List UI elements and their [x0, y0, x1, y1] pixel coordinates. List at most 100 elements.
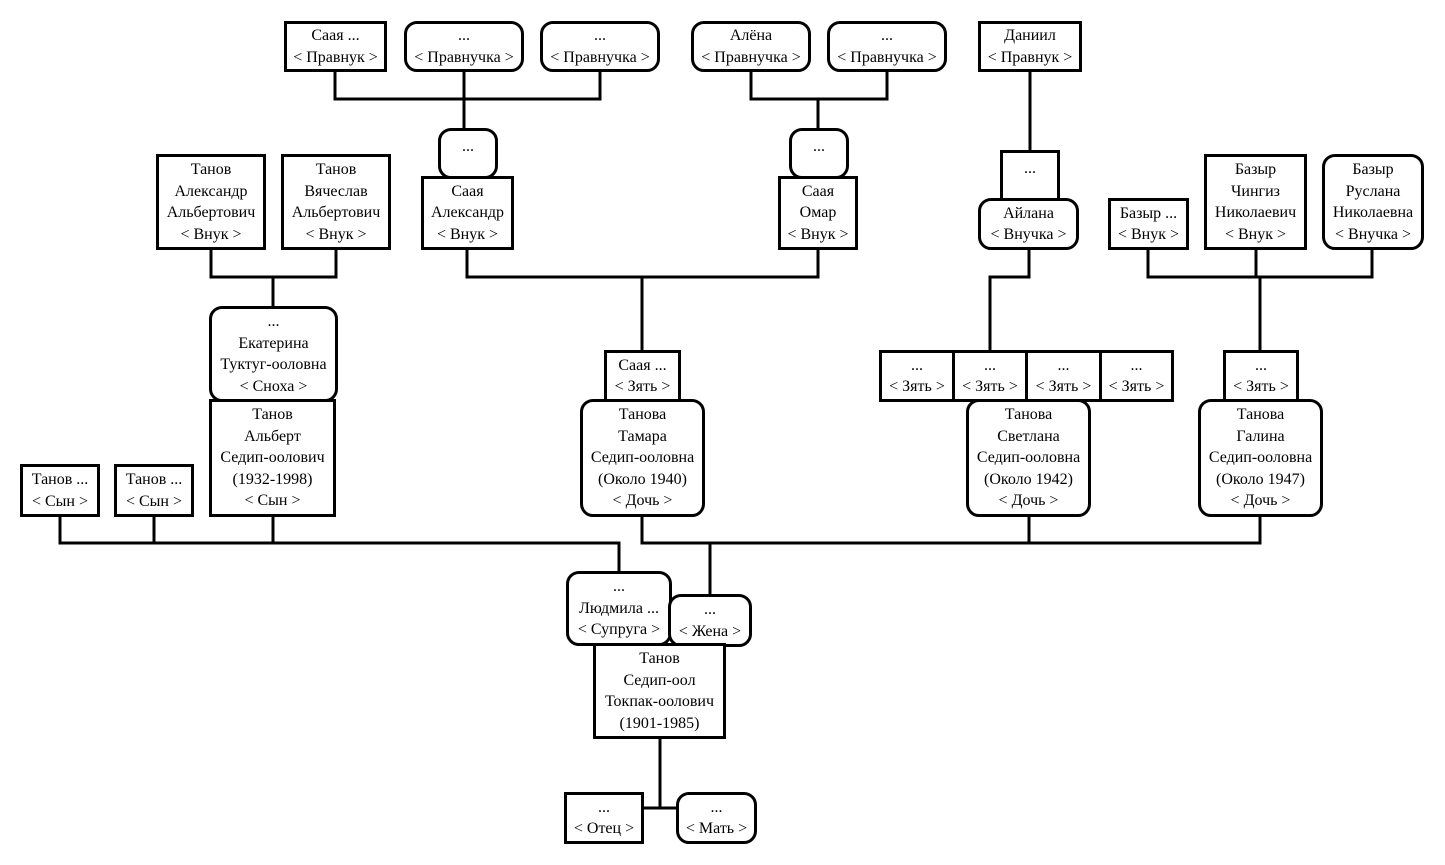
person-relation: < Внук > [305, 225, 367, 243]
person-name: Чингиз [1231, 182, 1280, 200]
person-relation: < Сын > [125, 492, 183, 510]
person-name: Айлана [1003, 204, 1054, 222]
person-name: Алёна [729, 27, 773, 44]
person-relation: < Супруга > [577, 621, 661, 639]
person-card[interactable]: Саая ...< Зять > [604, 350, 681, 402]
person-card[interactable]: ...< Правнучка > [540, 21, 660, 72]
person-card[interactable]: Танов ...< Сын > [20, 464, 100, 517]
person-relation: < Правнучка > [837, 48, 937, 66]
person-name: Танова [618, 406, 667, 424]
person-card[interactable]: ... < Зять > [1099, 350, 1174, 402]
person-relation: < Правнук > [987, 48, 1073, 66]
person-card[interactable]: ...< Отец > [564, 792, 644, 844]
person-name: ... [1130, 356, 1143, 374]
person-relation: < Внучка > [990, 226, 1067, 243]
person-name: ... [1024, 159, 1036, 177]
person-name: Людмила ... [579, 599, 659, 617]
person-card[interactable]: ... < Правнучка > [827, 21, 947, 72]
person-name: Танов [639, 650, 680, 667]
person-relation: < Внучка > [1335, 225, 1411, 243]
person-name: ... [613, 578, 625, 596]
person-name: Танов [190, 161, 232, 178]
person-relation: < Сын > [244, 492, 301, 510]
person-relation: < Внук > [180, 225, 242, 243]
person-dates: (1932-1998) [232, 470, 313, 488]
person-card[interactable]: ...< Зять > [1025, 350, 1102, 402]
person-card[interactable]: ... [1000, 150, 1060, 201]
person-name: Саая [451, 182, 484, 200]
person-name: Саая ... [311, 27, 360, 44]
person-name: ... [984, 356, 996, 374]
person-name: Екатерина [238, 334, 309, 352]
person-name: Светлана [997, 427, 1060, 445]
person-name: ... [267, 313, 280, 330]
person-card[interactable]: Танов ... < Сын > [114, 464, 194, 517]
person-relation: < Дочь > [612, 492, 673, 510]
person-card[interactable]: Даниил < Правнук > [978, 21, 1082, 72]
person-card[interactable]: ...< Правнучка > [404, 21, 524, 72]
person-card[interactable]: ... [438, 128, 498, 179]
person-dates: (Около 1947) [1216, 470, 1305, 488]
person-relation: < Зять > [889, 378, 945, 395]
person-relation: < Отец > [573, 820, 635, 837]
person-name: Тамара [618, 427, 667, 445]
person-relation: < Зять > [614, 378, 671, 395]
person-dates: (1901-1985) [619, 714, 700, 732]
person-relation: < Сноха > [239, 377, 308, 395]
person-name: Альбертович [166, 204, 256, 221]
person-name: Седип-ооловна [976, 449, 1081, 467]
person-name: Александр [174, 182, 248, 200]
person-name: Седип-ооловна [1208, 449, 1313, 467]
person-card[interactable]: Базыр ...< Внук > [1108, 198, 1189, 250]
person-name: Танова [1236, 406, 1285, 424]
person-name: ... [813, 137, 825, 155]
person-relation: < Мать > [685, 820, 748, 837]
person-dates: (Около 1942) [984, 470, 1073, 488]
person-name: Седип-оол [623, 671, 696, 689]
person-relation: < Зять > [1108, 378, 1165, 395]
person-name: Александр [430, 204, 505, 222]
person-card[interactable]: ...< Зять > [1223, 350, 1299, 402]
person-name: Омар [799, 204, 837, 222]
person-name: Галина [1236, 427, 1285, 445]
person-card[interactable]: ... [789, 128, 849, 179]
person-name: ... [462, 137, 474, 155]
person-name: Танова [1004, 406, 1053, 424]
person-card[interactable]: Айлана < Внучка > [978, 198, 1079, 250]
person-card[interactable]: Саая ...< Правнук > [284, 21, 387, 72]
person-card[interactable]: ...< Мать > [676, 792, 757, 844]
person-card[interactable]: Алёна< Правнучка > [691, 21, 811, 72]
person-name: ... [458, 27, 470, 44]
person-name: Танов ... [125, 471, 183, 488]
person-relation: < Внук > [1117, 226, 1180, 243]
person-name: Саая [801, 182, 835, 200]
person-name: Базыр [1234, 161, 1277, 178]
person-card[interactable]: ... Людмила ... < Супруга > [566, 571, 672, 646]
person-name: Даниил [1004, 27, 1056, 44]
person-relation: < Внук > [787, 225, 849, 243]
person-name: Николаевич [1214, 204, 1297, 221]
person-card[interactable]: ... < Зять > [952, 350, 1028, 402]
person-relation: < Внук > [436, 225, 499, 243]
person-name: ... [881, 27, 893, 44]
person-name: Альберт [244, 427, 301, 445]
person-relation: < Правнучка > [550, 48, 650, 66]
person-card[interactable]: ...< Жена > [668, 594, 752, 647]
person-relation: < Зять > [962, 378, 1018, 395]
person-card[interactable]: ...< Зять > [879, 350, 955, 402]
person-relation: < Дочь > [998, 492, 1059, 510]
